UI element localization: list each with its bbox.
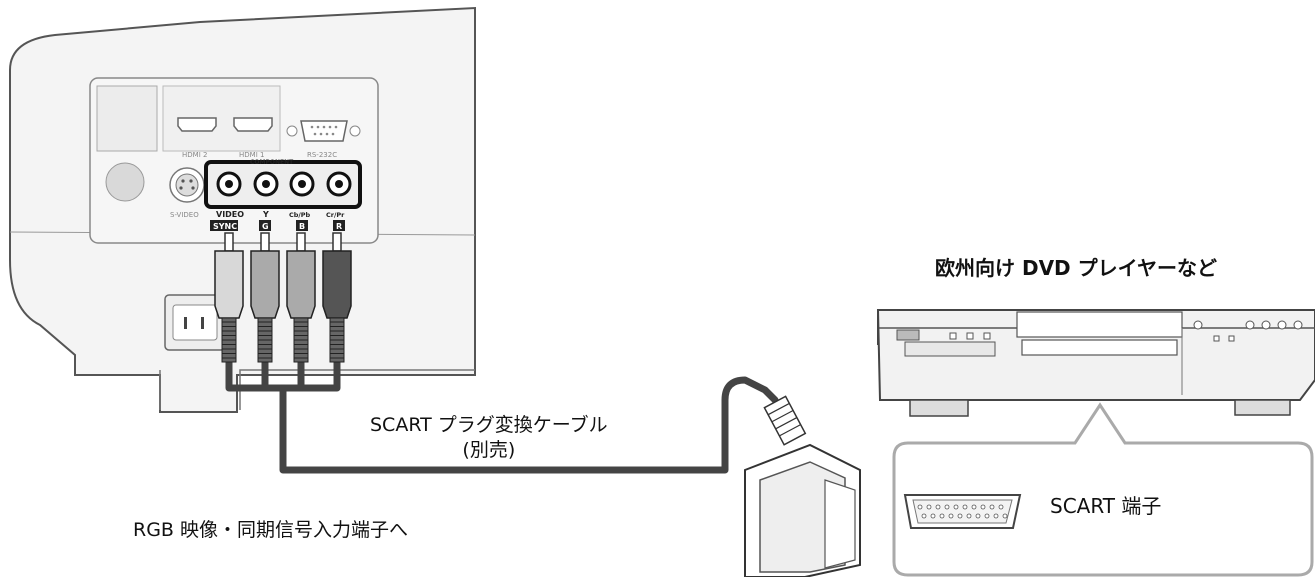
scart-plug [744,395,861,577]
component-jacks [216,171,352,197]
rs232c-port [300,120,348,142]
projector: HDMI 2 HDMI 1 RS-232C S-VIDEO COMPONENT … [9,6,476,413]
scart-terminal-label: SCART 端子 [1050,494,1162,518]
hdmi2-port [177,117,217,132]
jack3-badge: B [299,222,305,231]
rca-plugs [214,232,352,363]
svideo-label: S-VIDEO [170,211,199,219]
rca-plug [322,232,352,363]
jack2-label: Y [262,210,269,219]
jack1-badge: SYNC [213,222,237,231]
jack1-label: VIDEO [216,210,244,219]
hdmi2-label: HDMI 2 [182,151,207,159]
scart-callout [892,402,1314,577]
cable-label-line2: (別売) [462,439,516,461]
jack3-label: Cb/Pb [289,211,311,219]
hdmi1-port [233,117,273,132]
disc-tray [1016,311,1183,338]
rgb-input-label: RGB 映像・同期信号入力端子へ [133,519,408,541]
dvd-player [876,309,1315,417]
rca-plug [214,232,244,363]
scart-cable [225,356,779,474]
cable-label-line1: SCART プラグ変換ケーブル [370,414,608,436]
rs232c-label: RS-232C [307,151,337,159]
component-label: COMPONENT [250,159,294,166]
jack2-badge: G [262,222,269,231]
rca-plug [250,232,280,363]
jack4-badge: R [336,222,342,231]
jack4-label: Cr/Pr [326,211,345,219]
dvd-player-label: 欧州向け DVD プレイヤーなど [935,256,1218,280]
cable-label: SCART プラグ変換ケーブル (別売) [370,413,608,463]
component-block [204,160,362,209]
rca-plug [286,232,316,363]
hdmi1-label: HDMI 1 [239,151,264,159]
